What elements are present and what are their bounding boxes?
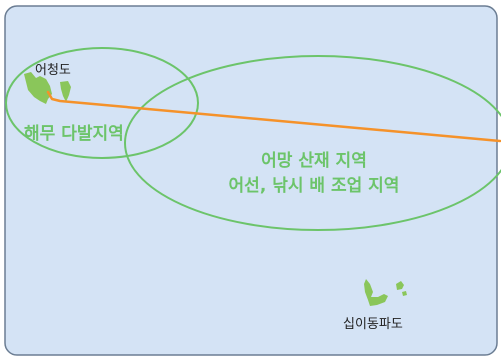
sipidongpado-label: 십이동파도 <box>343 317 403 332</box>
sipidongpado-islet-shape <box>396 281 404 290</box>
sipidongpado-islet-shape <box>402 291 407 296</box>
fog-zone-label: 해무 다발지역 <box>24 124 124 144</box>
eocheongdo-islet-shape <box>60 81 71 102</box>
sipidongpado-island-shape <box>364 279 388 306</box>
fishing-zone-outline <box>124 55 501 231</box>
sea-area <box>4 5 498 356</box>
route-line <box>46 90 501 143</box>
fishing-zone-label-line1: 어망 산재 지역 <box>261 151 367 171</box>
fog-zone-outline <box>5 47 199 159</box>
eocheongdo-island-shape <box>24 72 52 104</box>
eocheongdo-label: 어청도 <box>35 63 71 78</box>
fishing-zone-label-line2: 어선, 낚시 배 조업 지역 <box>228 176 400 196</box>
